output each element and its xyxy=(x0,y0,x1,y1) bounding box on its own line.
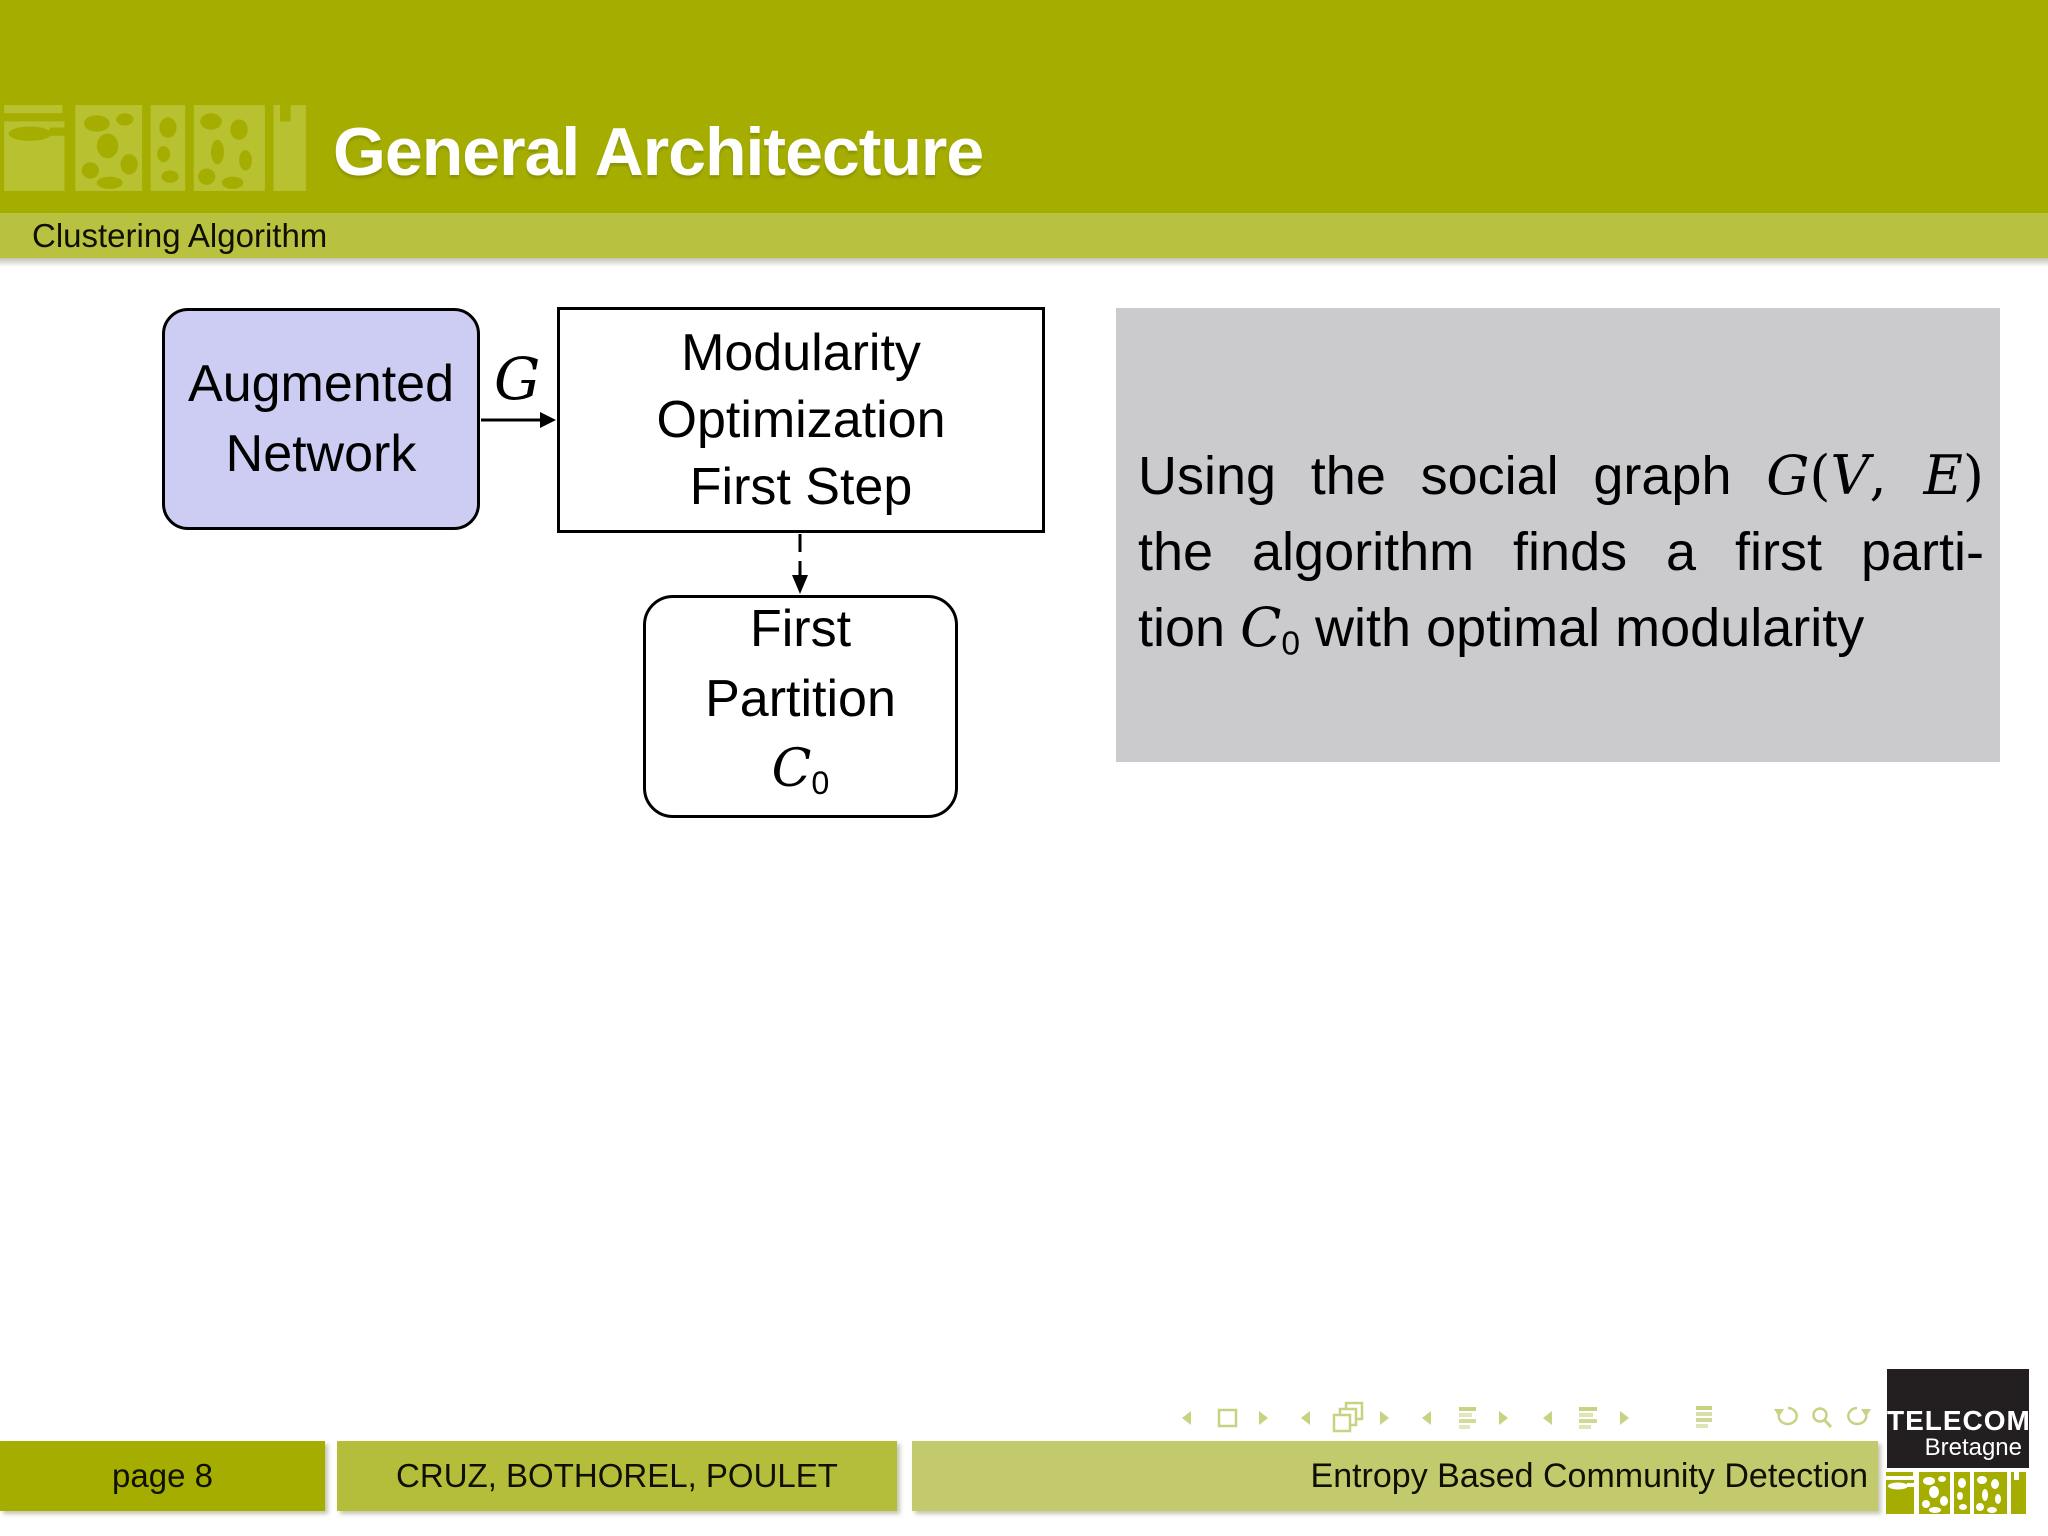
augmented-network-node: Augmented Network xyxy=(162,308,480,530)
nav-next-subsection-icon[interactable] xyxy=(1496,1403,1512,1433)
partition-label-symbol: C0 xyxy=(771,739,830,802)
first-partition-node: First Partition C0 xyxy=(643,595,958,818)
modularity-optimization-node: Modularity Optimization First Step xyxy=(557,307,1045,533)
nav-search-icon[interactable] xyxy=(1809,1403,1835,1433)
graph-edge-label: G xyxy=(494,345,541,413)
footer-title-segment: Entropy Based Community Detection xyxy=(912,1441,1878,1511)
telecom-bretagne-logo: TELECOM Bretagne xyxy=(1887,1369,2031,1468)
nav-presentation-icon[interactable] xyxy=(1690,1403,1718,1433)
nav-prev-section-icon[interactable] xyxy=(1539,1403,1555,1433)
arrow-right-icon xyxy=(481,412,556,428)
modularity-label-line2: Optimization xyxy=(656,390,946,449)
footer-page-segment: page 8 xyxy=(0,1441,325,1511)
partition-label-line1: First xyxy=(749,600,852,659)
nav-section-icon[interactable] xyxy=(1574,1403,1602,1433)
section-title: Clustering Algorithm xyxy=(32,217,328,254)
explanation-line-3: tion C0 with optimal modularity xyxy=(1138,596,1865,663)
nav-prev-subsection-icon[interactable] xyxy=(1418,1403,1434,1433)
page-number: page 8 xyxy=(112,1457,213,1494)
explanation-line-1: Using the social graph G(V, E) xyxy=(1138,444,1984,507)
nav-forward-icon[interactable] xyxy=(1845,1403,1873,1433)
nav-frame-icon[interactable] xyxy=(1332,1401,1366,1433)
nav-subsection-icon[interactable] xyxy=(1453,1403,1481,1433)
modularity-label-line1: Modularity xyxy=(681,323,921,382)
presentation-title: Entropy Based Community Detection xyxy=(1310,1457,1868,1495)
nav-next-slide-icon[interactable] xyxy=(1256,1403,1272,1433)
footer-authors-segment: CRUZ, BOTHOREL, POULET xyxy=(337,1441,897,1511)
modularity-label-line3: First Step xyxy=(689,457,913,516)
telecom-pictogram-icon xyxy=(1885,1471,2027,1515)
authors: CRUZ, BOTHOREL, POULET xyxy=(396,1457,838,1494)
header-shadow xyxy=(0,258,2048,267)
section-bar: Clustering Algorithm xyxy=(0,213,2048,258)
partition-label-line2: Partition xyxy=(705,670,896,729)
nav-prev-slide-icon[interactable] xyxy=(1178,1403,1194,1433)
arrow-down-icon xyxy=(792,534,808,594)
header-bar xyxy=(0,0,2048,213)
augmented-network-label-line2: Network xyxy=(225,425,417,483)
explanation-block: Using the social graph G(V, E) the algor… xyxy=(1116,308,2000,762)
slide-title: General Architecture xyxy=(333,114,984,190)
nav-slide-icon[interactable] xyxy=(1215,1403,1241,1433)
augmented-network-label-line1: Augmented xyxy=(188,355,454,413)
nav-next-section-icon[interactable] xyxy=(1617,1403,1633,1433)
telecom-watermark-logo-icon xyxy=(2,103,308,193)
logo-bretagne-text: Bretagne xyxy=(1924,1434,2022,1461)
nav-next-frame-icon[interactable] xyxy=(1377,1403,1393,1433)
logo-telecom-text: TELECOM xyxy=(1887,1405,2031,1436)
explanation-line-2: the algorithm finds a first parti- xyxy=(1138,522,1984,582)
nav-prev-frame-icon[interactable] xyxy=(1297,1403,1313,1433)
nav-back-icon[interactable] xyxy=(1772,1403,1800,1433)
